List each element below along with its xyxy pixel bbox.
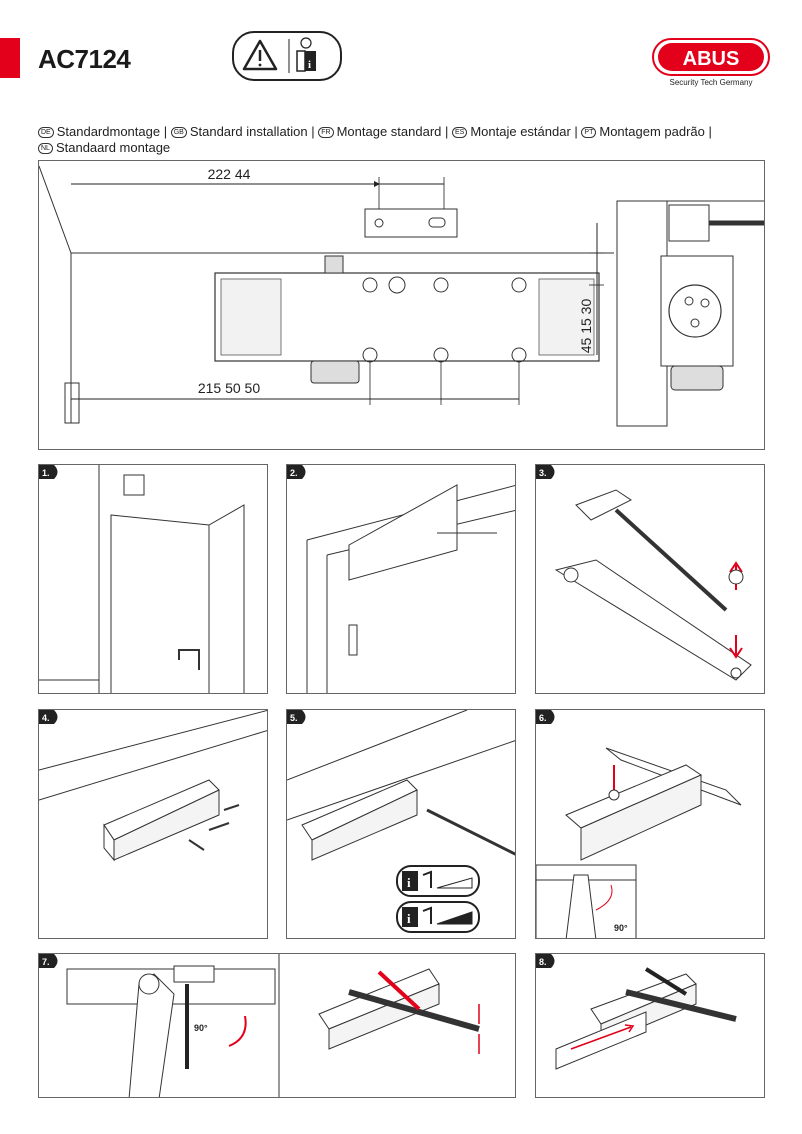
lang-code-fr: FR	[318, 127, 334, 138]
warning-icon	[242, 39, 278, 71]
model-title: AC7124	[38, 44, 131, 74]
step-7-panel: 7. 90°	[38, 953, 516, 1098]
svg-text:ABUS: ABUS	[683, 48, 740, 70]
step-6-panel: 6. 90°	[535, 709, 765, 939]
lang-code-gb: GB	[170, 127, 187, 138]
step-5-illustration: i i	[287, 710, 515, 933]
step-3-illustration	[554, 489, 752, 681]
adjust-tool-icon	[422, 870, 432, 888]
step-1-panel: 1.	[38, 464, 268, 694]
step-5-label: 5.	[290, 713, 298, 723]
heading-pt: Montagem padrão	[599, 124, 705, 139]
drilling-template-panel: 222 44 215 50 50 45 15 30	[38, 160, 765, 450]
adjust-info-badge-2: i	[396, 901, 480, 933]
heading-es: Montaje estándar	[470, 124, 571, 139]
safety-notice-badge: i	[232, 31, 342, 81]
heading-fr: Montage standard	[336, 124, 442, 139]
brand-tagline: Security Tech Germany	[669, 78, 753, 87]
lang-code-de: DE	[38, 127, 54, 138]
dim-bottom-label: 215 50 50	[198, 380, 260, 396]
step-2-label: 2.	[290, 468, 298, 478]
step-8-panel: 8.	[535, 953, 765, 1098]
lang-code-es: ES	[452, 127, 468, 138]
step-3-label: 3.	[539, 468, 547, 478]
step-4-panel: 4.	[38, 709, 268, 939]
heading-nl: Standaard montage	[55, 140, 171, 155]
dim-side-label: 45 15 30	[578, 299, 594, 354]
step-4-label: 4.	[42, 713, 50, 723]
heading-gb: Standard installation	[189, 124, 308, 139]
step-2-illustration	[306, 484, 515, 693]
step-6-illustration: 90°	[536, 747, 742, 938]
step-1-illustration	[39, 465, 245, 693]
dim-top-label: 222 44	[208, 166, 251, 182]
step-2-panel: 2.	[286, 464, 516, 694]
step-6-angle: 90°	[614, 923, 628, 933]
brand-accent-bar	[0, 38, 20, 78]
info-icon: i	[407, 875, 411, 890]
abus-logo: ABUS	[652, 38, 770, 76]
step-1-label: 1.	[42, 468, 50, 478]
step-6-label: 6.	[539, 713, 547, 723]
svg-text:i: i	[308, 59, 311, 71]
read-manual-icon: i	[296, 37, 316, 72]
heading-de: Standardmontage	[56, 124, 161, 139]
svg-text:i: i	[407, 911, 411, 926]
step-7-label: 7.	[42, 957, 50, 967]
step-5-panel: 5. i i	[286, 709, 516, 939]
step-8-illustration	[555, 967, 737, 1070]
lang-code-nl: NL	[38, 143, 53, 154]
lang-code-pt: PT	[581, 127, 597, 138]
step-4-illustration	[39, 710, 267, 862]
step-3-panel: 3.	[535, 464, 765, 694]
step-8-label: 8.	[539, 957, 547, 967]
adjust-info-badge-1: i	[396, 865, 480, 897]
step-7-illustration: 90°	[66, 954, 480, 1097]
drilling-template-drawing: 222 44 215 50 50 45 15 30	[39, 165, 764, 427]
step-7-angle: 90°	[194, 1023, 208, 1033]
